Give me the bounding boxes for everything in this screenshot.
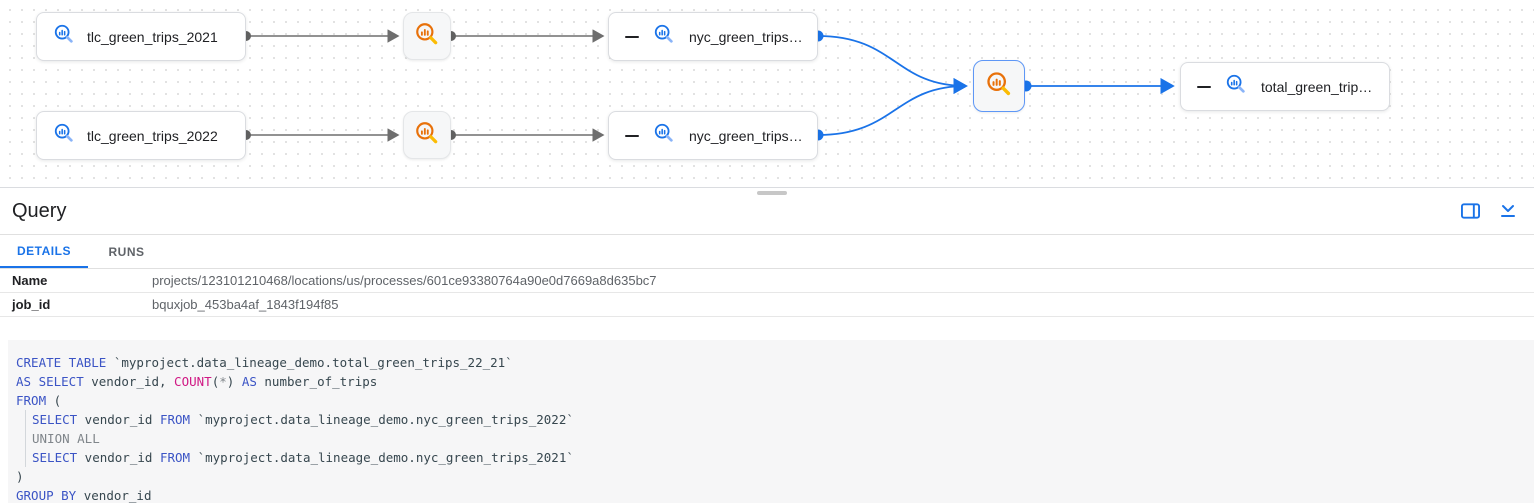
detail-row-name: Name projects/123101210468/locations/us/… <box>0 269 1534 293</box>
tab-details[interactable]: DETAILS <box>0 235 88 268</box>
node-nyc-green-trips-bottom[interactable]: nyc_green_trips… <box>608 111 818 160</box>
node-label: tlc_green_trips_2022 <box>87 127 218 144</box>
detail-value: bquxjob_453ba4af_1843f194f85 <box>152 297 339 312</box>
query-details-panel: Query DETAILS RUNS Name projects/1231012… <box>0 188 1534 503</box>
bigquery-job-icon <box>414 120 440 151</box>
node-label: nyc_green_trips… <box>689 127 801 144</box>
details-table: Name projects/123101210468/locations/us/… <box>0 269 1534 317</box>
collapse-node-icon[interactable] <box>625 35 639 38</box>
bigquery-table-icon <box>653 122 675 149</box>
panel-drag-handle[interactable] <box>757 191 787 195</box>
panel-title: Query <box>12 199 67 222</box>
node-query-process-2021[interactable] <box>403 12 451 60</box>
bigquery-job-icon <box>414 21 440 52</box>
detail-value: projects/123101210468/locations/us/proce… <box>152 273 657 288</box>
detail-row-job-id: job_id bquxjob_453ba4af_1843f194f85 <box>0 293 1534 317</box>
open-side-panel-icon[interactable] <box>1460 201 1480 221</box>
collapse-node-icon[interactable] <box>1197 85 1211 88</box>
detail-label: Name <box>12 273 48 288</box>
detail-label: job_id <box>12 297 51 312</box>
collapse-node-icon[interactable] <box>625 134 639 137</box>
bigquery-table-icon <box>53 122 75 149</box>
node-tlc-green-trips-2021[interactable]: tlc_green_trips_2021 <box>36 12 246 61</box>
node-tlc-green-trips-2022[interactable]: tlc_green_trips_2022 <box>36 111 246 160</box>
sql-code: CREATE TABLE `myproject.data_lineage_dem… <box>8 340 1534 503</box>
lineage-graph: tlc_green_trips_2021 tlc_green_trips_202… <box>0 0 1534 188</box>
collapse-panel-icon[interactable] <box>1498 201 1518 221</box>
bigquery-table-icon <box>53 23 75 50</box>
bigquery-job-icon <box>985 70 1013 103</box>
node-query-process-2022[interactable] <box>403 111 451 159</box>
tab-runs[interactable]: RUNS <box>108 244 145 259</box>
node-total-green-trips[interactable]: total_green_trip… <box>1180 62 1390 111</box>
node-label: total_green_trip… <box>1261 78 1373 95</box>
bigquery-table-icon <box>1225 73 1247 100</box>
panel-tabs: DETAILS RUNS <box>0 235 1534 269</box>
panel-header: Query <box>0 188 1534 235</box>
node-query-process-selected[interactable] <box>973 60 1025 112</box>
node-label: tlc_green_trips_2021 <box>87 28 218 45</box>
bigquery-table-icon <box>653 23 675 50</box>
node-nyc-green-trips-top[interactable]: nyc_green_trips… <box>608 12 818 61</box>
node-label: nyc_green_trips… <box>689 28 801 45</box>
